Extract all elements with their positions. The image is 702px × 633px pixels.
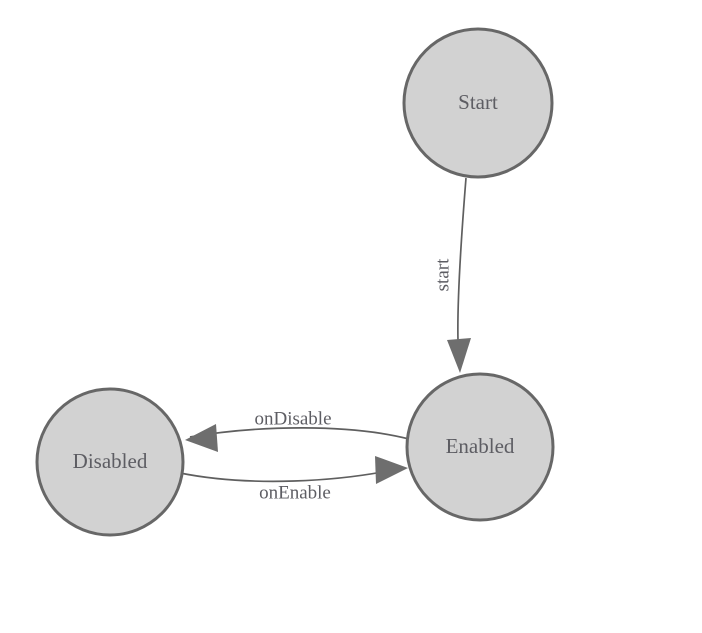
arrowhead-left-icon bbox=[185, 424, 218, 452]
node-disabled-circle bbox=[35, 387, 185, 537]
node-enabled[interactable]: Enabled bbox=[405, 372, 555, 522]
edge-enabled-to-disabled[interactable]: onDisable bbox=[185, 408, 410, 452]
node-start[interactable]: Start bbox=[402, 27, 554, 179]
edge-path-start-to-enabled bbox=[457, 177, 467, 342]
edge-label-on-enable: onEnable bbox=[259, 482, 331, 503]
node-enabled-circle bbox=[405, 372, 555, 522]
arrowhead-right-icon bbox=[375, 456, 408, 484]
node-disabled[interactable]: Disabled bbox=[35, 387, 185, 537]
node-enabled-label: Enabled bbox=[446, 434, 515, 458]
node-start-label: Start bbox=[458, 90, 498, 114]
edge-label-on-disable: onDisable bbox=[254, 408, 331, 429]
edge-disabled-to-enabled[interactable]: onEnable bbox=[179, 456, 408, 503]
node-disabled-label: Disabled bbox=[73, 449, 148, 473]
edge-path-disabled-to-enabled bbox=[179, 467, 403, 483]
edge-label-start: start bbox=[432, 258, 453, 291]
node-start-circle bbox=[402, 27, 554, 179]
edge-start-to-enabled[interactable]: start bbox=[432, 177, 471, 373]
arrowhead-down-icon bbox=[447, 338, 471, 373]
edge-path-enabled-to-disabled bbox=[189, 427, 410, 440]
